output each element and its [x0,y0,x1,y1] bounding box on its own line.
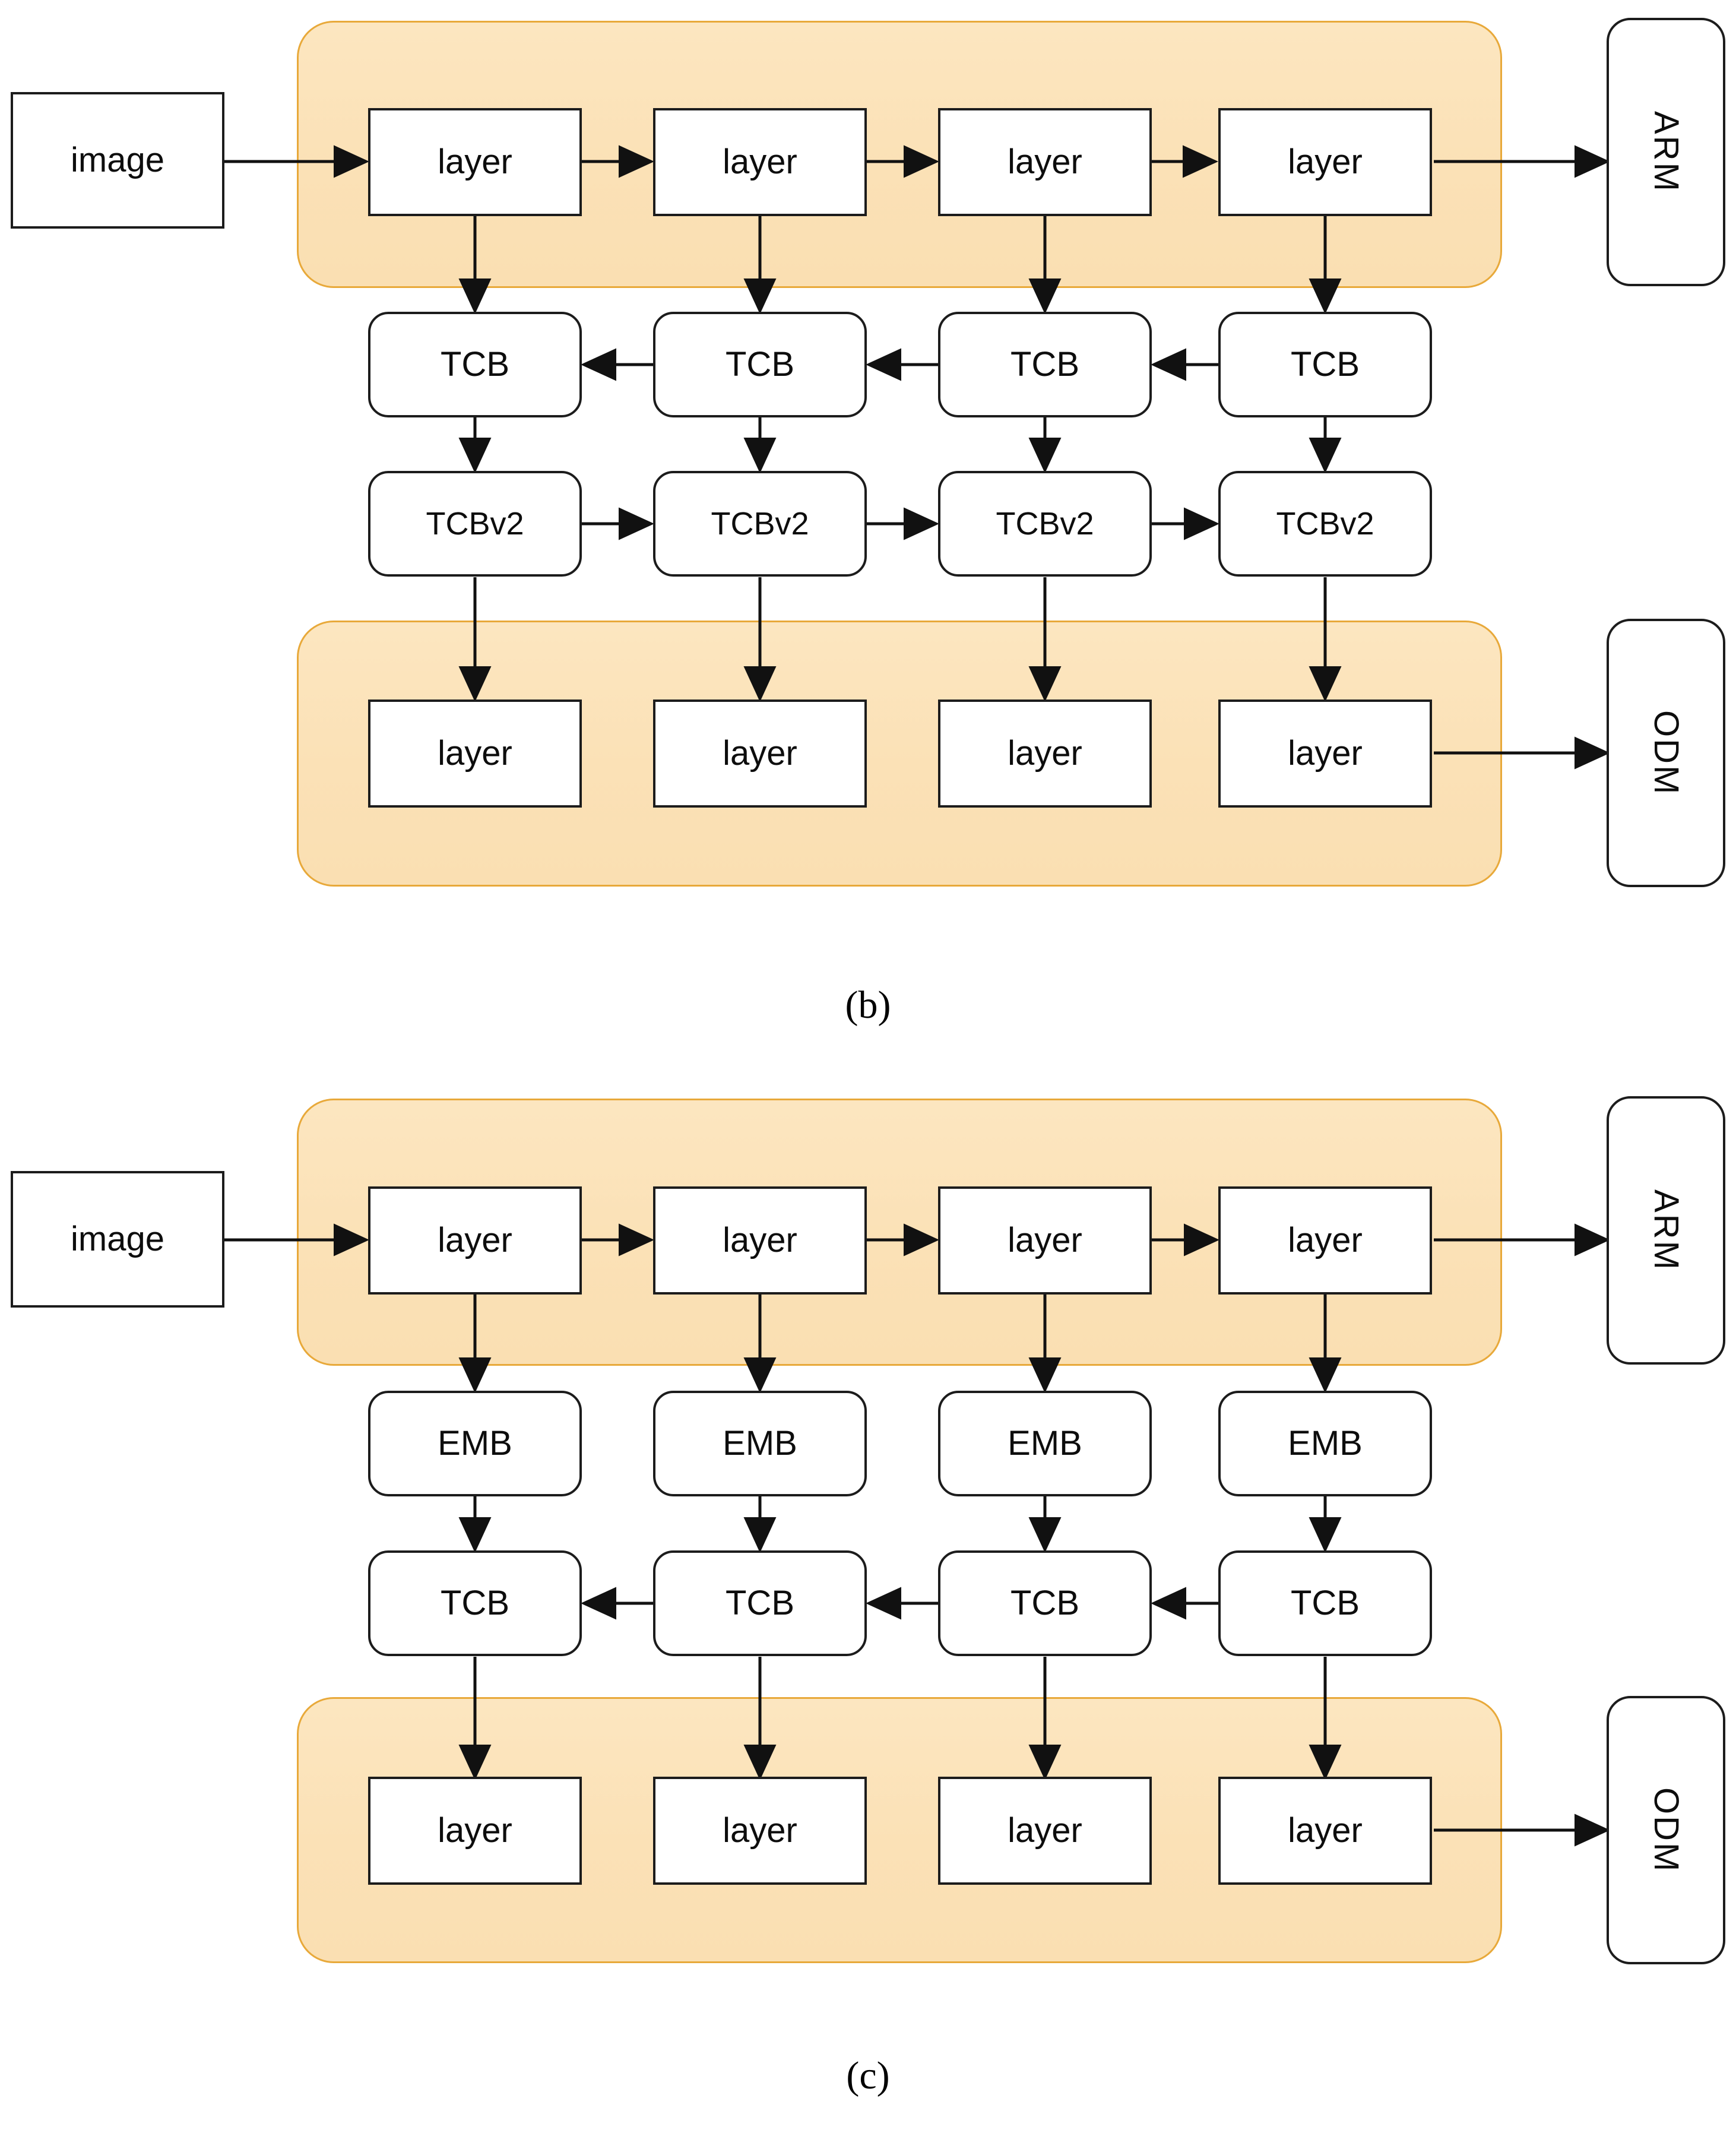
panel-b-image-node[interactable]: image [11,92,224,229]
panel-c-detection-layer-3[interactable]: layer [938,1777,1152,1885]
node-label: layer [1008,1811,1082,1850]
panel-b-tcbv2-3[interactable]: TCBv2 [938,471,1152,577]
panel-c-backbone-layer-4[interactable]: layer [1218,1186,1432,1295]
panel-c-emb-1[interactable]: EMB [368,1391,582,1496]
panel-c-emb-2[interactable]: EMB [653,1391,867,1496]
panel-c-detection-layer-2[interactable]: layer [653,1777,867,1885]
node-label: layer [723,1811,797,1850]
panel-c-tcb-2[interactable]: TCB [653,1550,867,1656]
panel-c-backbone-layer-1[interactable]: layer [368,1186,582,1295]
node-label: TCBv2 [426,506,524,542]
panel-b-detection-layer-3[interactable]: layer [938,700,1152,808]
node-label: TCB [726,1584,794,1622]
panel-b-tcb-3[interactable]: TCB [938,312,1152,417]
panel-b-tcb-4[interactable]: TCB [1218,312,1432,417]
panel-b-backbone-layer-2[interactable]: layer [653,108,867,216]
node-label: ARM [1647,1189,1686,1271]
panel-b-tcb-1[interactable]: TCB [368,312,582,417]
node-label: TCB [1010,1584,1079,1622]
panel-c-tcb-1[interactable]: TCB [368,1550,582,1656]
caption-text: (b) [845,983,891,1027]
node-label: ODM [1647,710,1686,796]
node-label: layer [438,1221,512,1259]
node-label: layer [1288,143,1363,181]
caption-text: (c) [846,2054,890,2097]
panel-c-odm-node[interactable]: ODM [1607,1696,1725,1964]
node-label: layer [1288,1811,1363,1850]
node-label: TCBv2 [996,506,1094,542]
panel-b: image layer layer layer layer TCB TCB TC… [0,0,1736,1039]
panel-c-tcb-3[interactable]: TCB [938,1550,1152,1656]
panel-b-backbone-layer-4[interactable]: layer [1218,108,1432,216]
panel-c-tcb-4[interactable]: TCB [1218,1550,1432,1656]
panel-b-odm-node[interactable]: ODM [1607,619,1725,887]
node-label: layer [1288,734,1363,773]
node-label: TCBv2 [711,506,809,542]
node-label: image [71,1220,164,1258]
node-label: layer [438,143,512,181]
panel-b-tcb-2[interactable]: TCB [653,312,867,417]
panel-b-tcbv2-2[interactable]: TCBv2 [653,471,867,577]
panel-c-backbone-layer-3[interactable]: layer [938,1186,1152,1295]
panel-b-detection-layer-2[interactable]: layer [653,700,867,808]
panel-c-detection-layer-4[interactable]: layer [1218,1777,1432,1885]
node-label: layer [723,1221,797,1259]
panel-c-caption: (c) [0,2053,1736,2099]
panel-b-detection-layer-1[interactable]: layer [368,700,582,808]
panel-b-tcbv2-1[interactable]: TCBv2 [368,471,582,577]
panel-c-image-node[interactable]: image [11,1171,224,1308]
node-label: EMB [1008,1424,1082,1463]
node-label: TCB [1291,345,1360,384]
panel-b-backbone-layer-3[interactable]: layer [938,108,1152,216]
node-label: TCB [441,345,509,384]
node-label: TCB [441,1584,509,1622]
panel-c: image layer layer layer layer EMB EMB EM… [0,1039,1736,2130]
node-label: layer [438,734,512,773]
node-label: layer [1008,1221,1082,1259]
node-label: EMB [438,1424,512,1463]
node-label: EMB [1288,1424,1363,1463]
node-label: TCB [726,345,794,384]
panel-b-detection-layer-4[interactable]: layer [1218,700,1432,808]
panel-b-tcbv2-4[interactable]: TCBv2 [1218,471,1432,577]
node-label: layer [438,1811,512,1850]
panel-b-caption: (b) [0,983,1736,1028]
node-label: layer [1008,143,1082,181]
node-label: layer [723,143,797,181]
node-label: ARM [1647,111,1686,193]
node-label: layer [1008,734,1082,773]
node-label: layer [1288,1221,1363,1259]
panel-c-emb-3[interactable]: EMB [938,1391,1152,1496]
panel-c-detection-layer-1[interactable]: layer [368,1777,582,1885]
node-label: image [71,141,164,179]
node-label: layer [723,734,797,773]
node-label: EMB [723,1424,797,1463]
panel-b-backbone-layer-1[interactable]: layer [368,108,582,216]
node-label: TCB [1291,1584,1360,1622]
panel-b-arm-node[interactable]: ARM [1607,18,1725,286]
node-label: ODM [1647,1787,1686,1873]
panel-c-emb-4[interactable]: EMB [1218,1391,1432,1496]
node-label: TCB [1010,345,1079,384]
panel-c-backbone-layer-2[interactable]: layer [653,1186,867,1295]
node-label: TCBv2 [1276,506,1374,542]
panel-c-arm-node[interactable]: ARM [1607,1096,1725,1365]
